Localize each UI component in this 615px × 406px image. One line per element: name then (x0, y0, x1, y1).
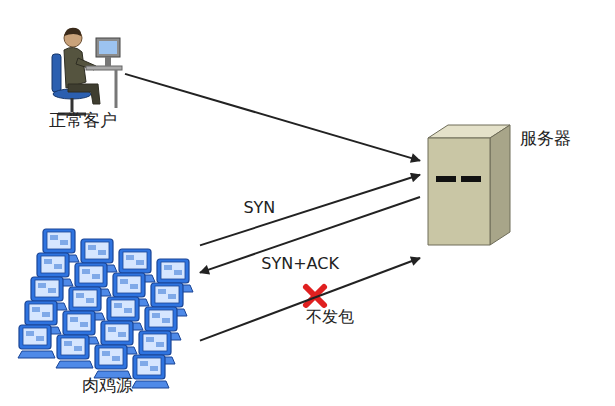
chair-back (52, 54, 61, 92)
arrow-connector (200, 197, 420, 273)
server-slot (461, 176, 481, 182)
server-slot (436, 176, 456, 182)
monitor-stand (105, 57, 111, 66)
desk-leg (115, 70, 118, 108)
zombie-computer (132, 355, 169, 388)
zombie-computer (56, 335, 93, 368)
node-label: 服务器 (520, 128, 571, 148)
monitor-screen (99, 41, 117, 54)
zombie-computer (18, 325, 55, 358)
arrow-connector (125, 74, 420, 161)
server-figure (428, 125, 510, 245)
zombie-computer (94, 345, 131, 378)
server-side (490, 125, 510, 245)
desk-top (86, 66, 122, 70)
chair-stand (71, 98, 74, 112)
person-torso (64, 47, 86, 88)
monitor (96, 38, 120, 57)
person-legs (68, 84, 100, 104)
icon-node: 服务器 (420, 118, 580, 260)
client-figure (52, 28, 122, 114)
person-hair (64, 28, 81, 36)
server-front (428, 138, 490, 245)
node-label: 正常客户 (49, 110, 117, 130)
edge-label: SYN+ACK (259, 255, 341, 273)
icon-node: 正常客户 (40, 20, 125, 130)
edge-label: 不发包 (304, 308, 356, 326)
node-label: 肉鸡源 (82, 375, 133, 395)
edge-label: SYN (241, 199, 277, 217)
botnet-figure (18, 229, 193, 388)
icon-node: 肉鸡源 (15, 225, 200, 395)
